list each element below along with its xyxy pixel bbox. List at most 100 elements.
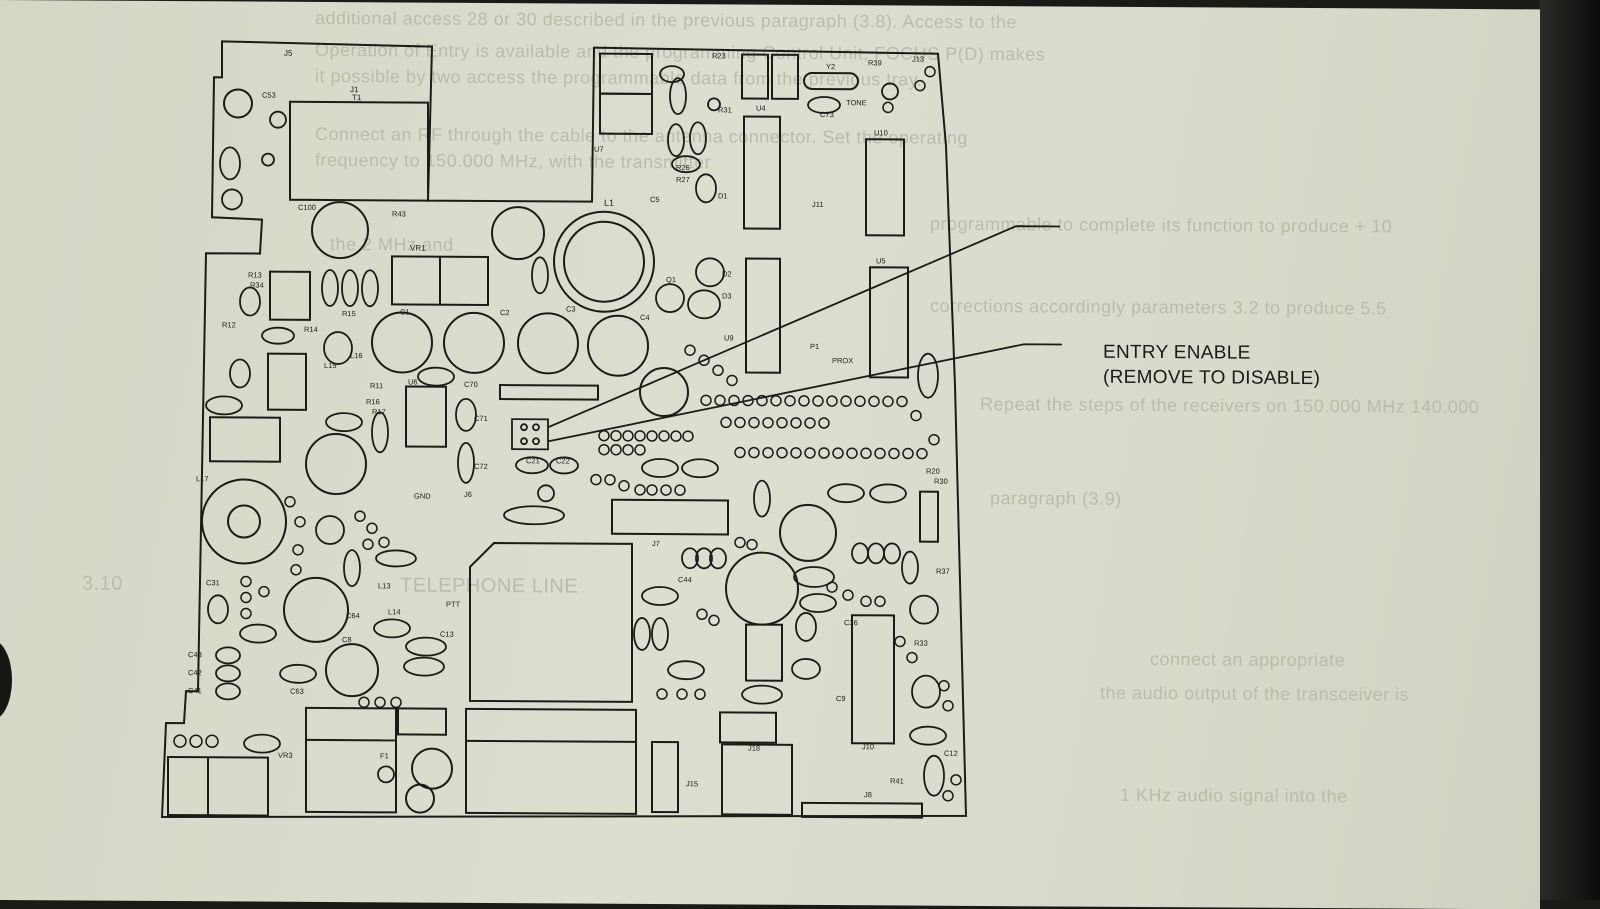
label-c100: C100 — [298, 203, 316, 212]
label-r33: R33 — [914, 639, 928, 648]
label-c63: C63 — [290, 687, 304, 696]
label-c53: C53 — [262, 91, 276, 100]
label-c3: C3 — [566, 304, 576, 313]
label-d2: D2 — [722, 269, 732, 278]
label-c4: C4 — [640, 313, 650, 322]
label-c21: C21 — [526, 456, 540, 465]
label-vr3: VR3 — [278, 751, 293, 760]
label-j13: J13 — [912, 55, 924, 64]
label-r30: R30 — [934, 477, 948, 486]
label-prox: PROX — [832, 356, 853, 365]
label-u4: U4 — [756, 104, 766, 113]
label-l16: L16 — [350, 351, 363, 360]
label-c44: C44 — [678, 575, 692, 584]
label-u6: U6 — [408, 377, 418, 386]
label-c41: C41 — [188, 686, 202, 695]
toroid-inductor-l1 — [553, 210, 655, 313]
label-u5: U5 — [876, 256, 886, 265]
label-c13: C13 — [440, 630, 454, 639]
label-r31: R31 — [718, 105, 732, 114]
label-c73: C73 — [820, 110, 834, 119]
pcb-layout-diagram: J1 J5 T1 L1 — [0, 0, 1540, 909]
label-r37: R37 — [936, 567, 950, 576]
board-outline — [160, 40, 968, 818]
callout-line-2: (REMOVE TO DISABLE) — [1103, 366, 1321, 390]
label-r17: R17 — [372, 407, 386, 416]
label-c8: C8 — [342, 635, 352, 644]
label-c9: C9 — [836, 694, 846, 703]
toroid-inductor-lower — [201, 478, 287, 565]
label-l13: L13 — [378, 581, 391, 590]
regulator-vr1 — [391, 255, 489, 306]
label-l15: L15 — [324, 361, 337, 370]
dark-background-edge — [1540, 0, 1600, 900]
label-r16: R16 — [366, 397, 380, 406]
label-y2: Y2 — [826, 62, 835, 71]
label-d3: D3 — [722, 291, 732, 300]
label-c22: C22 — [556, 456, 570, 465]
label-j8: J8 — [864, 790, 872, 799]
label-r41: R41 — [890, 776, 904, 785]
small-components — [205, 65, 947, 797]
label-c31: C31 — [206, 578, 220, 587]
label-l1: L1 — [604, 198, 614, 208]
solder-pads — [173, 65, 962, 802]
label-f1: F1 — [380, 751, 389, 760]
label-j7: J7 — [652, 539, 660, 548]
label-c36: C36 — [844, 618, 858, 627]
label-j1: J1 — [350, 85, 359, 94]
entry-enable-callout: ENTRY ENABLE (REMOVE TO DISABLE) — [1103, 340, 1320, 391]
label-j6: J6 — [464, 490, 472, 499]
label-c64: C64 — [346, 611, 360, 620]
label-c70: C70 — [464, 380, 478, 389]
label-j11: J11 — [812, 200, 824, 209]
label-c72: C72 — [474, 462, 488, 471]
label-d1: D1 — [718, 191, 728, 200]
bottom-connectors — [167, 706, 923, 819]
label-r14: R14 — [304, 325, 318, 334]
label-j18: J18 — [748, 744, 760, 753]
label-c12: C12 — [944, 749, 958, 758]
label-p1: P1 — [810, 342, 819, 351]
callout-line-1: ENTRY ENABLE — [1103, 341, 1251, 364]
label-c1: C1 — [400, 307, 410, 316]
label-r34: R34 — [250, 281, 264, 290]
label-tone: TONE — [846, 98, 867, 107]
main-ic-u8 — [469, 542, 633, 703]
ic-packages — [209, 52, 939, 814]
label-c71: C71 — [474, 414, 488, 423]
label-u9: U9 — [724, 333, 734, 342]
label-u10: U10 — [874, 128, 888, 137]
label-u7: U7 — [594, 145, 604, 154]
label-r27: R27 — [676, 175, 690, 184]
label-r15: R15 — [342, 309, 356, 318]
transformer-t1 — [289, 100, 429, 202]
label-r11: R11 — [370, 381, 383, 390]
label-r26: R26 — [676, 163, 690, 172]
dark-object-edge — [0, 640, 12, 720]
label-r20: R20 — [926, 467, 940, 476]
label-r39: R39 — [868, 58, 882, 67]
label-c5: C5 — [650, 195, 660, 204]
label-r43: R43 — [392, 209, 406, 218]
label-q1: Q1 — [666, 275, 676, 284]
component-labels: C53 C100 R43 C1 C2 C3 C4 C5 Q1 U4 U10 U5… — [188, 51, 958, 799]
entry-enable-jumper — [511, 418, 549, 451]
label-j15: J15 — [686, 779, 698, 788]
paper-sheet: additional access 28 or 30 described in … — [0, 0, 1540, 909]
label-ptt: PTT — [446, 600, 461, 609]
label-vr1: VR1 — [410, 244, 426, 253]
label-l14: L14 — [388, 607, 401, 616]
label-l17: L17 — [196, 474, 209, 483]
label-r12: R12 — [222, 320, 236, 329]
label-j5: J5 — [284, 49, 293, 58]
label-c43: C43 — [188, 650, 202, 659]
label-t1: T1 — [352, 93, 362, 102]
label-j10: J10 — [862, 742, 874, 751]
label-gnd: GND — [414, 492, 431, 501]
label-r23: R23 — [712, 51, 726, 60]
label-r13: R13 — [248, 271, 262, 280]
callout-leader-lines — [547, 225, 1062, 443]
label-c42: C42 — [188, 668, 202, 677]
label-c2: C2 — [500, 308, 510, 317]
